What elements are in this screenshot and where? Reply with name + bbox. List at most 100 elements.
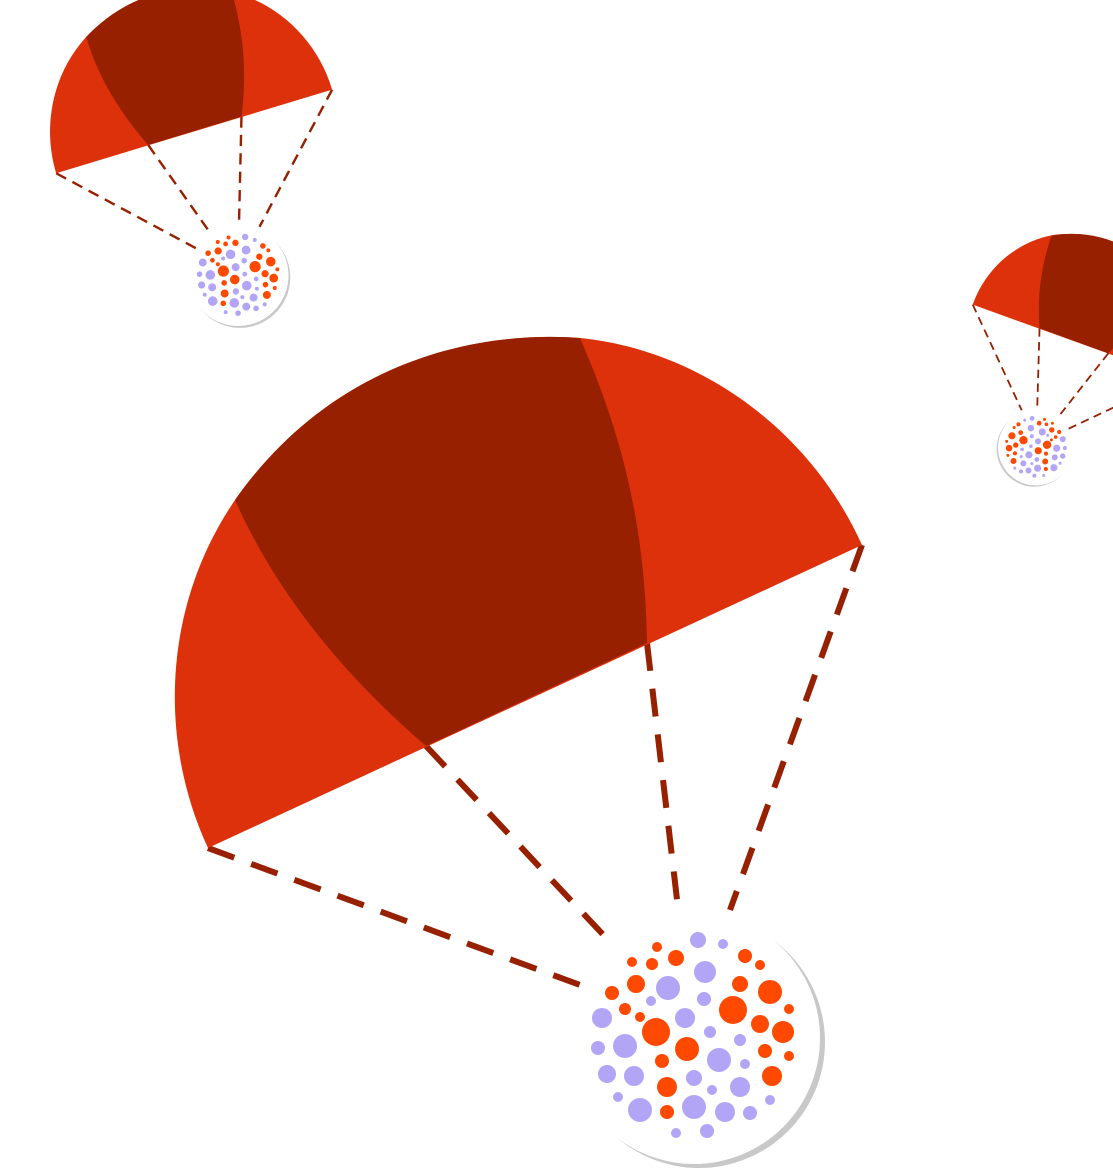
package-dot-lavender <box>1029 415 1035 421</box>
package-dot-lavender <box>613 1092 623 1102</box>
package-dot-lavender <box>1027 424 1035 432</box>
parachute-cord <box>727 543 865 912</box>
package-dot-lavender <box>252 237 257 242</box>
parachute-cord <box>237 116 243 224</box>
package-dot-orange <box>755 960 765 970</box>
package-dot-lavender <box>1059 436 1066 443</box>
package-dot-orange <box>758 980 782 1004</box>
package-dot-lavender <box>253 305 259 312</box>
package-dot-orange <box>719 996 747 1024</box>
package-dot-lavender <box>202 292 207 297</box>
package-dot-lavender <box>1013 466 1017 470</box>
canopy-dark-panel <box>1038 233 1113 354</box>
package-dot-lavender <box>656 976 680 1000</box>
package-dot-lavender <box>700 1124 714 1138</box>
canopy-dark-panel <box>235 336 647 746</box>
package-dot-lavender <box>598 1065 616 1083</box>
package-dot-lavender <box>624 1066 644 1086</box>
package-dot-orange <box>261 270 269 278</box>
package-dot-lavender <box>223 310 228 315</box>
package-dot-orange <box>642 1018 670 1046</box>
package-dot-lavender <box>694 961 716 983</box>
package-dot-orange <box>1016 422 1021 427</box>
parachute-cord <box>971 304 1023 411</box>
package-dot-lavender <box>730 1077 750 1097</box>
package-dot-lavender <box>249 293 258 302</box>
package-dot-lavender <box>646 996 656 1006</box>
parachute-cord <box>147 144 212 234</box>
parachute-cord <box>1057 352 1110 418</box>
parachute-cord <box>55 172 197 250</box>
large-parachute <box>174 336 865 1168</box>
package-dot-orange <box>265 256 276 267</box>
package-dot-orange <box>751 1015 769 1033</box>
package-dot-lavender <box>671 1128 681 1138</box>
package-dot-orange <box>1005 444 1013 452</box>
package-dot-lavender <box>1025 467 1032 474</box>
package-dot-lavender <box>628 1098 652 1122</box>
package-dot-lavender <box>262 302 267 307</box>
package-dot-lavender <box>734 1034 746 1046</box>
package-dot-lavender <box>241 280 252 291</box>
package-dot-lavender <box>675 1008 695 1028</box>
package-dot-lavender <box>208 283 217 292</box>
package-dot-lavender <box>743 1106 757 1120</box>
package-dot-orange <box>675 1037 699 1061</box>
package-dot-orange <box>260 243 266 249</box>
package-dot-lavender <box>613 1034 637 1058</box>
package-dot-lavender <box>241 245 251 255</box>
package-dot-lavender <box>718 939 728 949</box>
package-dot-orange <box>1012 451 1018 456</box>
package-dot-lavender <box>242 302 251 311</box>
package-dot-orange <box>635 1012 645 1022</box>
package-dot-orange <box>660 1105 674 1119</box>
package-dot-lavender <box>242 271 248 277</box>
package-dot-lavender <box>1020 447 1024 452</box>
package-dot-orange <box>1050 421 1054 425</box>
parachute-cord <box>1068 377 1113 430</box>
package-dot-lavender <box>1050 464 1058 472</box>
package-dot-lavender <box>1051 454 1058 461</box>
package-dot-orange <box>1005 439 1009 443</box>
package-dot-orange <box>1053 435 1058 439</box>
package-dot-orange <box>1043 466 1048 472</box>
package-dot-orange <box>1034 447 1042 455</box>
package-dot-orange <box>784 1051 794 1061</box>
package-dot-lavender <box>229 298 240 308</box>
package-dot-lavender <box>707 1048 731 1072</box>
package-dot-lavender <box>1046 433 1050 437</box>
canopy-dark-panel <box>86 0 245 145</box>
package-dot-orange <box>1049 438 1053 442</box>
package-dot-lavender <box>715 1102 735 1122</box>
package-dot-lavender <box>1023 418 1027 422</box>
package-dot-lavender <box>254 286 259 291</box>
package-dot-lavender <box>592 1008 612 1028</box>
package-dot-orange <box>262 281 269 288</box>
package-dot-orange <box>275 267 280 272</box>
package-dot-lavender <box>682 1095 706 1119</box>
package-dot-lavender <box>686 1070 702 1086</box>
package-dot-lavender <box>207 296 218 306</box>
package-dot-lavender <box>1034 464 1042 472</box>
parachute-cord <box>423 743 613 945</box>
package-dot-orange <box>215 262 220 267</box>
package-dot-orange <box>232 239 239 247</box>
package-dot-lavender <box>1025 451 1033 459</box>
package-dot-lavender <box>1018 469 1024 474</box>
package-dot-orange <box>249 261 261 273</box>
package-dot-orange <box>668 950 684 966</box>
package-dot-lavender <box>1029 444 1033 448</box>
package-dot-orange <box>226 235 231 240</box>
package-dot-lavender <box>241 257 248 264</box>
package-dot-lavender <box>707 1085 717 1095</box>
package-dot-orange <box>269 273 279 283</box>
package-dot-orange <box>657 1077 677 1097</box>
package-dot-orange <box>1008 432 1016 440</box>
package-dot-orange <box>784 1004 794 1014</box>
package-dot-orange <box>652 942 662 952</box>
package-dot-orange <box>758 1044 772 1058</box>
package-dot-orange <box>1006 453 1010 457</box>
package-dot-orange <box>738 949 752 963</box>
package-dot-orange <box>655 1054 669 1068</box>
package-dot-orange <box>205 250 211 256</box>
